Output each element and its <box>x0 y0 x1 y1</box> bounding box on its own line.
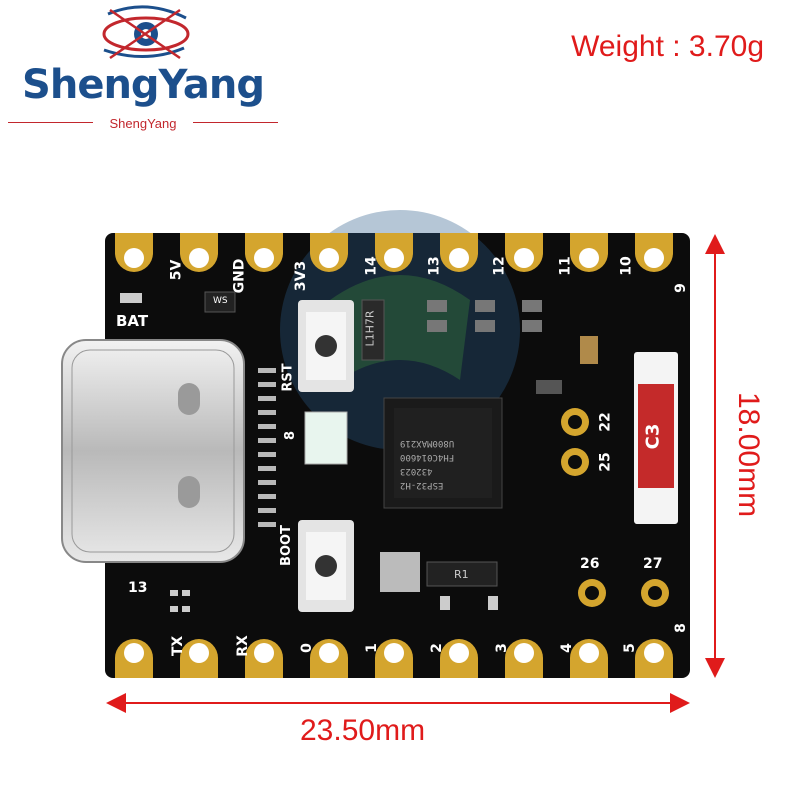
brand-name: ShengYang <box>22 62 265 108</box>
label-3: 3 <box>493 643 510 653</box>
label-rx: RX <box>234 635 251 657</box>
label-l1: L1H7R <box>363 310 377 347</box>
label-14: 14 <box>363 256 380 276</box>
label-22: 22 <box>597 412 614 432</box>
label-rst: RST <box>280 363 296 392</box>
label-tx: TX <box>170 635 187 657</box>
label-9: 9 <box>672 283 689 293</box>
chip-line-2: 432023 <box>400 466 433 476</box>
label-5: 5 <box>621 643 638 653</box>
label-5v: 5V <box>168 259 185 281</box>
label-11: 11 <box>557 256 574 276</box>
esp32-h2-chip <box>383 397 503 509</box>
label-r1: R1 <box>454 568 469 581</box>
label-8: 8 <box>672 623 689 633</box>
label-13: 13 <box>426 256 443 276</box>
boot-button <box>298 520 354 612</box>
label-0: 0 <box>298 643 315 653</box>
shengyang-logo <box>102 5 190 60</box>
label-bat: BAT <box>116 312 149 330</box>
brand-subtitle: ShengYang <box>109 116 177 131</box>
rst-button <box>298 300 354 392</box>
top-pads <box>115 233 673 272</box>
chip-line-3: FH4C014600 <box>400 452 455 462</box>
chip-line-1: ESP32-H2 <box>400 480 444 490</box>
c3-component <box>634 352 678 524</box>
label-13-left: 13 <box>128 580 148 596</box>
label-1: 1 <box>363 643 380 653</box>
label-ws: WS <box>213 296 228 306</box>
width-dimension: 23.50mm <box>300 714 426 747</box>
label-c3: C3 <box>642 423 664 450</box>
label-27: 27 <box>643 556 663 572</box>
label-26: 26 <box>580 556 600 572</box>
label-3v3: 3V3 <box>293 260 310 292</box>
label-12: 12 <box>491 256 508 276</box>
height-dimension: 18.00mm <box>732 392 765 518</box>
brand-underline-left <box>8 122 93 123</box>
eye-emblem-icon <box>102 5 190 60</box>
brand-underline-right <box>193 122 278 123</box>
chip-line-4: U800MAX219 <box>400 438 455 448</box>
label-4: 4 <box>558 643 575 653</box>
label-25: 25 <box>597 452 614 472</box>
usb-c-connector <box>61 339 245 563</box>
smd-components <box>120 291 598 612</box>
weight-label: Weight : 3.70g <box>571 30 764 63</box>
label-led-8: 8 <box>283 430 299 441</box>
rgb-led <box>304 411 348 465</box>
label-10: 10 <box>618 256 635 276</box>
label-gnd: GND <box>231 258 248 294</box>
label-2: 2 <box>428 643 445 653</box>
label-boot: BOOT <box>278 525 294 566</box>
